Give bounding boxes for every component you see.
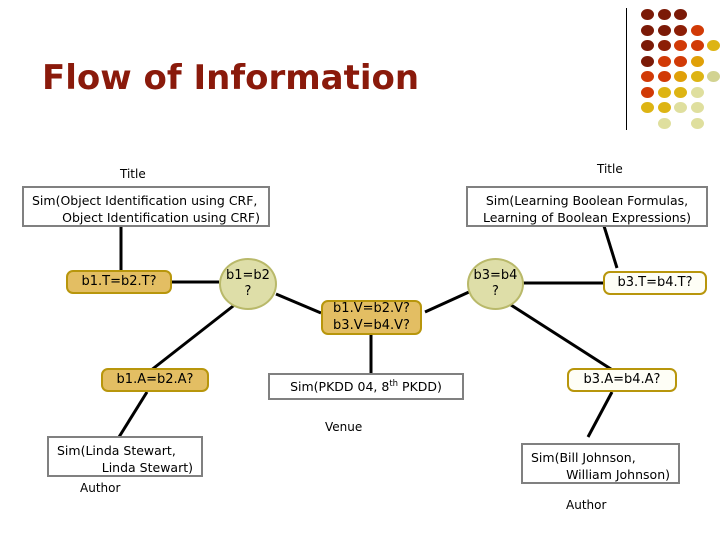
logo-dot	[690, 24, 704, 36]
node-bv-pair[interactable]: b1.V=b2.V? b3.V=b4.V?	[321, 300, 422, 335]
logo-dot	[674, 9, 687, 20]
logo-dot	[657, 71, 671, 82]
logo-dot	[707, 71, 720, 82]
box-title-right-line1: Sim(Learning Boolean Formulas,	[485, 193, 689, 208]
logo-dot	[690, 40, 704, 51]
page-title: Flow of Information	[42, 58, 420, 98]
node-b3a-b4a[interactable]: b3.A=b4.A?	[567, 368, 677, 392]
logo-dot	[641, 40, 654, 51]
logo-dot	[641, 9, 654, 20]
box-author-left-line1: Sim(Linda Stewart,	[57, 443, 176, 458]
box-venue-superscript: th	[389, 379, 399, 389]
node-b1a-b2a[interactable]: b1.A=b2.A?	[101, 368, 209, 392]
ellipse-b1-b2[interactable]: b1=b2 ?	[219, 258, 277, 310]
ellipse-b1-b2-line1: b1=b2	[226, 267, 270, 283]
logo-dot	[657, 86, 671, 98]
logo-dot	[641, 55, 654, 67]
box-title-right-line2: Learning of Boolean Expressions)	[482, 209, 692, 225]
logo-dot	[674, 86, 687, 98]
logo-divider-line	[626, 8, 627, 130]
box-title-left-sim[interactable]: Sim(Object Identification using CRF, Obj…	[22, 186, 270, 227]
ellipse-b3-b4-line2: ?	[492, 284, 499, 299]
box-venue-sim[interactable]: Sim(PKDD 04, 8th PKDD)	[268, 373, 464, 400]
logo-dot	[674, 71, 687, 82]
logo-dot	[657, 24, 671, 36]
box-venue-text-a: Sim(PKDD 04, 8	[290, 379, 390, 395]
ellipse-b3-b4-line1: b3=b4	[473, 267, 518, 283]
box-title-right-sim[interactable]: Sim(Learning Boolean Formulas, Learning …	[466, 186, 708, 227]
box-venue-text-b: PKDD)	[398, 379, 442, 395]
logo-dot	[674, 55, 687, 67]
caption-venue: Venue	[325, 420, 363, 434]
caption-title-left: Title	[120, 167, 146, 181]
logo-dot	[657, 40, 671, 51]
node-b3a-b4a-label: b3.A=b4.A?	[583, 371, 661, 387]
box-venue-text: Sim(PKDD 04, 8th PKDD)	[278, 379, 454, 396]
node-b1t-b2t[interactable]: b1.T=b2.T?	[66, 270, 172, 294]
logo-dot	[674, 24, 687, 36]
box-author-right-line1: Sim(Bill Johnson,	[531, 450, 636, 465]
logo-dot	[674, 102, 687, 113]
ellipse-b3-b4[interactable]: b3=b4 ?	[467, 258, 524, 310]
caption-author-left: Author	[80, 481, 121, 495]
logo-dot	[641, 24, 654, 36]
logo-dot	[657, 55, 671, 67]
logo-dot	[641, 102, 654, 113]
logo-dot	[657, 102, 671, 113]
caption-author-right: Author	[566, 498, 607, 512]
node-b3v-b4v-label: b3.V=b4.V?	[333, 317, 410, 333]
node-b3t-b4t[interactable]: b3.T=b4.T?	[603, 271, 707, 295]
box-author-right-line2: William Johnson)	[566, 466, 670, 482]
node-b1t-b2t-label: b1.T=b2.T?	[81, 273, 157, 289]
logo-dot	[674, 40, 687, 51]
box-title-left-line2: Object Identification using CRF)	[62, 209, 260, 225]
node-b1v-b2v-label: b1.V=b2.V?	[333, 300, 410, 316]
logo-dot	[690, 71, 704, 82]
node-b1a-b2a-label: b1.A=b2.A?	[116, 371, 194, 387]
logo-dot	[690, 117, 704, 129]
logo-dot	[690, 102, 704, 113]
box-title-left-line1: Sim(Object Identification using CRF,	[32, 193, 258, 208]
node-b3t-b4t-label: b3.T=b4.T?	[617, 274, 693, 290]
logo-dot	[641, 86, 654, 98]
box-author-left-sim[interactable]: Sim(Linda Stewart, Linda Stewart)	[47, 436, 203, 477]
box-author-right-sim[interactable]: Sim(Bill Johnson, William Johnson)	[521, 443, 680, 484]
logo-dot	[707, 40, 720, 51]
logo-dot	[690, 55, 704, 67]
caption-title-right: Title	[597, 162, 623, 176]
logo-dot	[657, 9, 671, 20]
logo-dot	[641, 71, 654, 82]
logo-dot	[690, 86, 704, 98]
logo-dot	[657, 117, 671, 129]
box-author-left-line2: Linda Stewart)	[101, 459, 193, 475]
ellipse-b1-b2-line2: ?	[244, 284, 252, 299]
